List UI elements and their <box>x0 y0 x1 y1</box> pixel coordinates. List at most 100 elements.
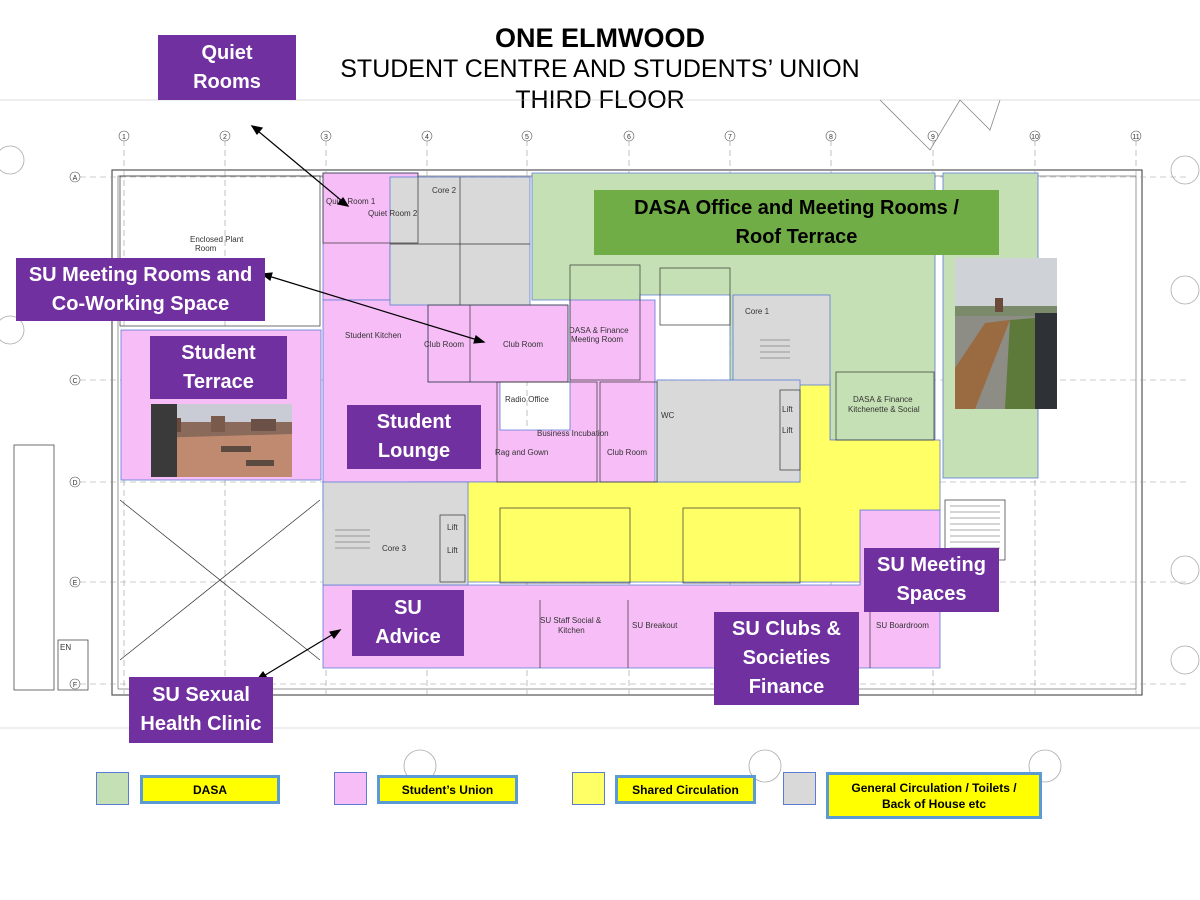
room-label-lift-3: Lift <box>447 523 458 532</box>
room-label-quiet-1: Quiet Room 1 <box>326 197 376 206</box>
callout-su-advice-line2: Advice <box>375 626 441 648</box>
room-label-radio-office: Radio Office <box>505 395 549 404</box>
room-label-plant: Enclosed Plant <box>190 235 244 244</box>
room-label-club-room-c: Club Room <box>607 448 647 457</box>
callout-su-clubs-line3: Finance <box>748 676 825 698</box>
callout-su-sexual-health: SU Sexual Health Clinic <box>129 677 273 743</box>
room-label-core-3: Core 3 <box>382 544 407 553</box>
grid-col-label: 4 <box>425 134 429 141</box>
room-label-dasa-kitchenette: DASA & Finance <box>853 395 913 404</box>
callout-student-lounge-line2: Lounge <box>377 440 451 462</box>
grid-row-labels: A C D E F <box>72 175 77 689</box>
room-label-student-kitchen: Student Kitchen <box>345 331 401 340</box>
grid-row-label: E <box>73 580 78 587</box>
student-terrace-photo <box>151 404 292 477</box>
callout-student-lounge: Student Lounge <box>347 405 481 469</box>
grid-column-markers <box>118 130 1142 142</box>
callout-su-meeting-spaces: SU Meeting Spaces <box>864 548 999 612</box>
callout-su-meeting-spaces-line1: SU Meeting <box>877 554 986 576</box>
legend-label-su: Student’s Union <box>377 775 518 804</box>
grid-row-label: A <box>73 175 78 182</box>
callout-su-clubs-line1: SU Clubs & <box>732 618 841 640</box>
legend-text-general: General Circulation / Toilets / Back of … <box>851 780 1017 811</box>
callout-su-advice-line1: SU <box>394 597 422 619</box>
room-label-business-incubation: Business Incubation <box>537 429 609 438</box>
room-label-core-2: Core 2 <box>432 186 457 195</box>
callout-dasa-office-line1: DASA Office and Meeting Rooms / <box>634 196 959 219</box>
room-label-dasa-kitchenette-2: Kitchenette & Social <box>848 405 920 414</box>
room-label-quiet-2: Quiet Room 2 <box>368 209 418 218</box>
callout-student-terrace: Student Terrace <box>150 336 287 399</box>
callout-su-advice: SU Advice <box>352 590 464 656</box>
legend-label-shared: Shared Circulation <box>615 775 756 804</box>
legend-text-dasa: DASA <box>192 782 227 797</box>
legend-label-dasa: DASA <box>140 775 280 804</box>
grid-col-label: 8 <box>829 134 833 141</box>
callout-quiet-rooms: Quiet Rooms <box>158 35 296 100</box>
room-label-rag-and-gown: Rag and Gown <box>495 448 548 457</box>
room-label-lift-1: Lift <box>782 405 793 414</box>
grid-row-label: C <box>72 378 77 385</box>
callout-su-meeting-rooms: SU Meeting Rooms and Co-Working Space <box>16 258 265 321</box>
roof-photo-image <box>955 258 1057 409</box>
callout-quiet-rooms-line2: Rooms <box>193 70 261 93</box>
grid-col-label: 10 <box>1031 134 1039 141</box>
roof-terrace-photo <box>955 258 1057 409</box>
room-label-dasa-meeting: DASA & Finance <box>569 326 629 335</box>
callout-quiet-rooms-line1: Quiet <box>201 41 253 64</box>
grid-col-label: 11 <box>1132 134 1139 141</box>
grid-column-labels: 1 2 3 4 5 6 7 8 9 10 11 <box>122 134 1140 141</box>
legend-text-su: Student’s Union <box>401 782 494 797</box>
callout-student-terrace-line1: Student <box>181 341 256 364</box>
legend-swatch-su <box>334 772 367 805</box>
room-label-dasa-meeting-2: Meeting Room <box>571 335 623 344</box>
page-title: ONE ELMWOOD <box>495 23 705 53</box>
callout-su-clubs-line2: Societies <box>742 647 831 669</box>
callout-student-terrace-line2: Terrace <box>183 370 254 393</box>
grid-col-label: 2 <box>223 134 227 141</box>
grid-row-label: F <box>73 682 77 689</box>
room-label-lift-2: Lift <box>782 426 793 435</box>
callout-su-meeting-rooms-line2: Co-Working Space <box>51 292 230 315</box>
callout-su-sexual-health-line2: Health Clinic <box>140 713 262 735</box>
room-label-club-room-b: Club Room <box>503 340 543 349</box>
tree-outlines <box>0 145 1200 783</box>
grid-col-label: 9 <box>931 134 935 141</box>
legend-label-general: General Circulation / Toilets / Back of … <box>826 772 1042 819</box>
room-label-core-1: Core 1 <box>745 307 770 316</box>
room-label-plant-2: Room <box>195 244 217 253</box>
legend-text-shared: Shared Circulation <box>632 782 739 797</box>
page-subtitle: STUDENT CENTRE AND STUDENTS’ UNION <box>340 55 860 83</box>
room-label-en: EN <box>60 643 71 652</box>
grid-row-markers <box>69 171 81 690</box>
room-label-su-breakout: SU Breakout <box>632 621 678 630</box>
room-label-wc: WC <box>661 411 675 420</box>
callout-su-meeting-spaces-line2: Spaces <box>896 583 967 605</box>
room-label-lift-4: Lift <box>447 546 458 555</box>
room-labels: Quiet Room 1 Quiet Room 2 Core 2 Enclose… <box>60 186 929 652</box>
room-walls <box>13 172 1006 691</box>
zone-wc <box>656 379 801 483</box>
room-label-su-boardroom: SU Boardroom <box>876 621 929 630</box>
zone-core3 <box>322 481 469 586</box>
grid-col-label: 5 <box>525 134 529 141</box>
room-label-club-room-a: Club Room <box>424 340 464 349</box>
callout-su-meeting-rooms-line1: SU Meeting Rooms and <box>28 263 253 286</box>
room-label-su-staff-2: Kitchen <box>558 626 585 635</box>
legend-swatch-dasa <box>96 772 129 805</box>
grid-col-label: 7 <box>728 134 732 141</box>
grid-col-label: 6 <box>627 134 631 141</box>
room-label-su-staff: SU Staff Social & <box>540 616 602 625</box>
callout-su-sexual-health-line1: SU Sexual <box>152 684 250 706</box>
callout-dasa-office-line2: Roof Terrace <box>735 225 858 248</box>
callout-dasa-office: DASA Office and Meeting Rooms / Roof Ter… <box>594 190 999 255</box>
callout-student-lounge-line1: Student <box>376 411 452 433</box>
grid-col-label: 3 <box>324 134 328 141</box>
callout-su-clubs: SU Clubs & Societies Finance <box>714 612 859 705</box>
legend-swatch-general <box>783 772 816 805</box>
grid-col-label: 1 <box>122 134 126 141</box>
grid-row-label: D <box>72 480 77 487</box>
terrace-photo-image <box>151 404 292 477</box>
legend-swatch-shared <box>572 772 605 805</box>
zone-su-clubrooms <box>427 304 569 383</box>
